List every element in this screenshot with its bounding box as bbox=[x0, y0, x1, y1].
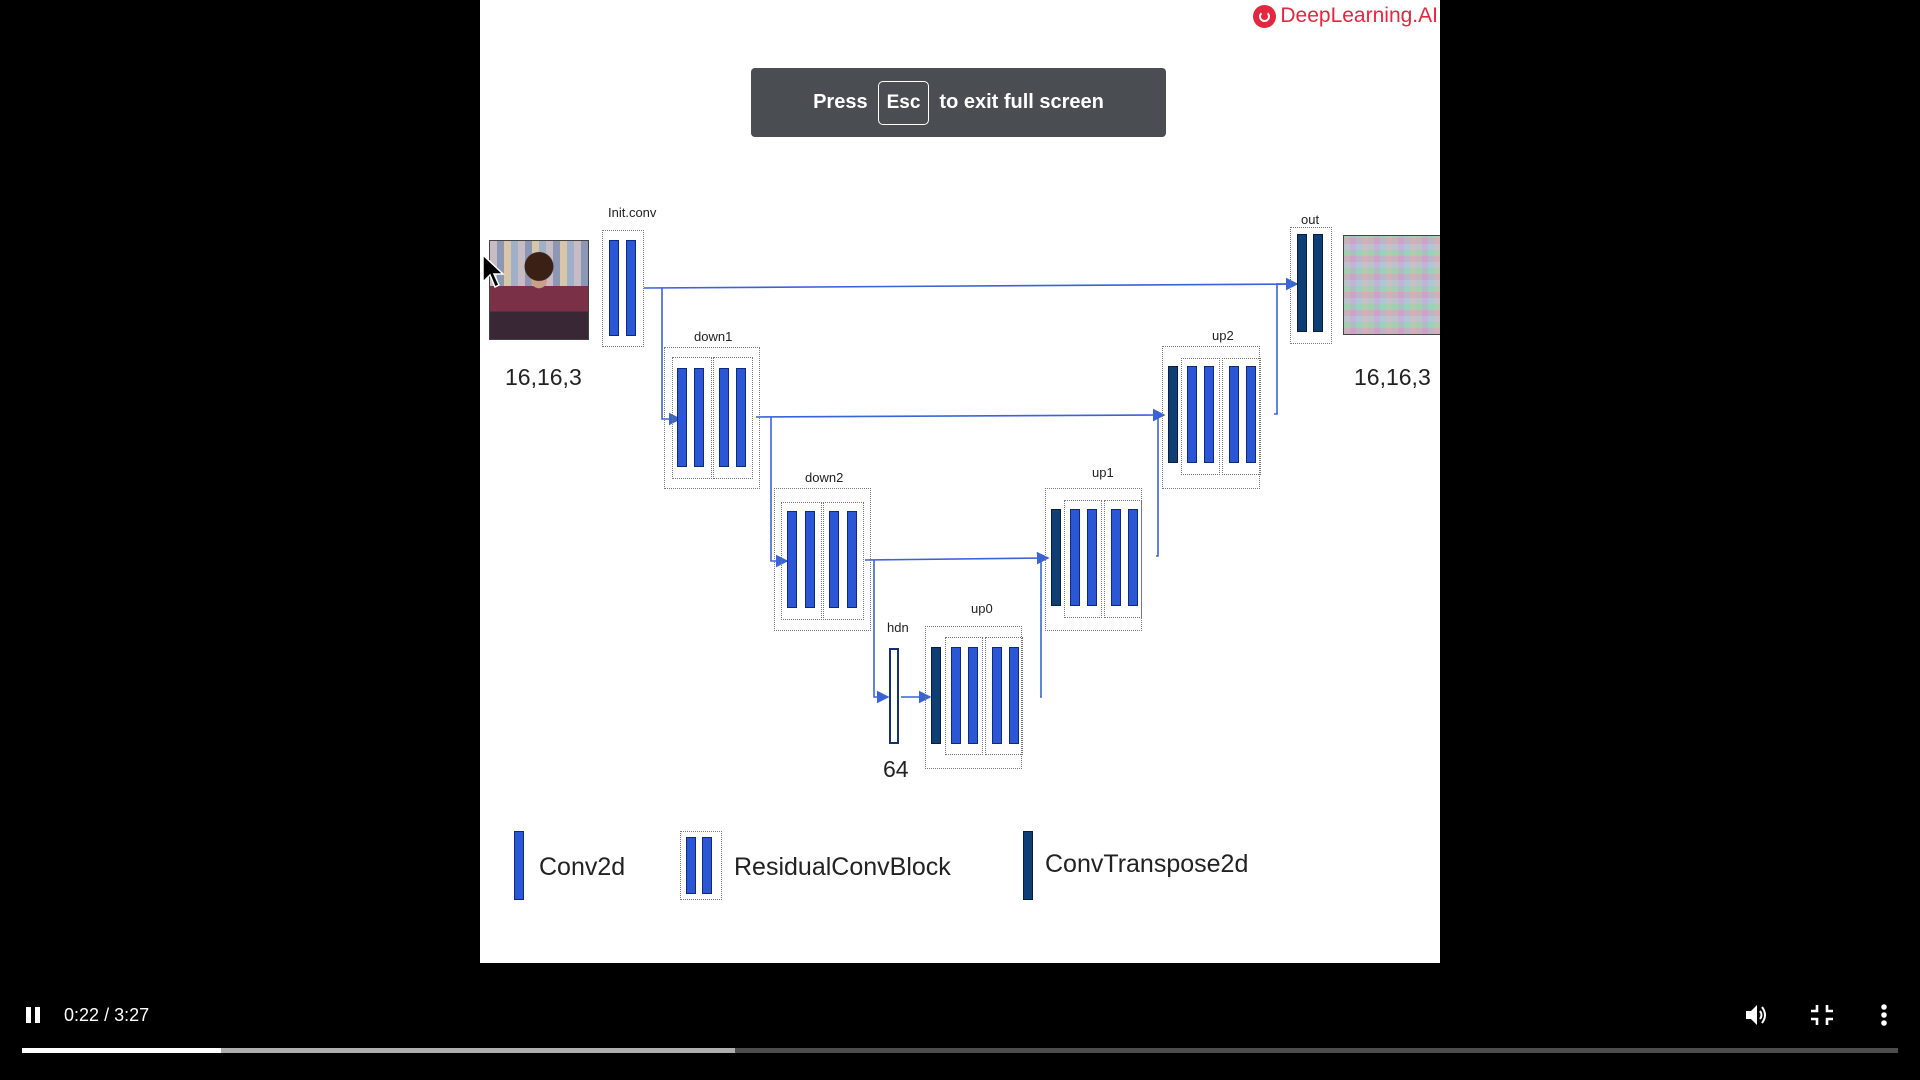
hidden-vector-bar bbox=[889, 648, 899, 744]
hidden-label: hdn bbox=[887, 620, 909, 635]
down1-label: down1 bbox=[694, 329, 733, 344]
conv2d-bar bbox=[1070, 509, 1080, 606]
up1-label: up1 bbox=[1092, 465, 1114, 480]
residual-block bbox=[1064, 500, 1102, 618]
conv2d-bar bbox=[805, 511, 815, 608]
init-conv-block bbox=[602, 230, 644, 347]
convtranspose-bar bbox=[1297, 234, 1307, 332]
toast-message: to exit full screen bbox=[939, 91, 1104, 113]
up0-label: up0 bbox=[971, 601, 993, 616]
time-separator: / bbox=[104, 1005, 110, 1025]
residual-block bbox=[985, 637, 1023, 755]
conv2d-bar bbox=[1229, 366, 1239, 463]
residual-block bbox=[781, 502, 822, 620]
more-vert-icon[interactable] bbox=[1880, 1003, 1888, 1027]
conv2d-bar bbox=[736, 368, 746, 467]
convtranspose-bar bbox=[1313, 234, 1323, 332]
conv2d-bar bbox=[992, 647, 1002, 744]
up2-label: up2 bbox=[1212, 328, 1234, 343]
video-frame[interactable]: DeepLearning.AI UNet 16,16,3 Init.conv d… bbox=[480, 0, 1440, 963]
legend-convtranspose-swatch bbox=[1023, 831, 1033, 900]
out-label: out bbox=[1301, 212, 1320, 227]
conv2d-bar bbox=[1009, 647, 1019, 744]
down1-block bbox=[664, 347, 760, 489]
progress-bar[interactable] bbox=[22, 1048, 1898, 1053]
conv2d-bar bbox=[847, 511, 857, 608]
residual-block bbox=[713, 357, 753, 479]
conv2d-bar bbox=[686, 837, 696, 894]
duration: 3:27 bbox=[114, 1005, 150, 1025]
conv2d-bar bbox=[702, 837, 712, 894]
conv2d-bar bbox=[951, 647, 961, 744]
convtranspose-bar bbox=[1168, 366, 1178, 463]
legend-conv2d-swatch bbox=[514, 831, 524, 900]
output-dims: 16,16,3 bbox=[1354, 364, 1431, 390]
residual-block bbox=[1222, 358, 1261, 475]
conv2d-bar bbox=[609, 240, 619, 336]
pause-icon[interactable] bbox=[24, 1006, 42, 1024]
buffered-bar bbox=[22, 1048, 735, 1053]
out-block bbox=[1290, 227, 1332, 344]
conv2d-bar bbox=[719, 368, 729, 467]
up0-block bbox=[925, 626, 1022, 769]
brand-name: DeepLearning.AI bbox=[1280, 4, 1438, 27]
conv2d-bar bbox=[1246, 366, 1256, 463]
legend-residual: ResidualConvBlock bbox=[734, 853, 951, 881]
input-dims: 16,16,3 bbox=[505, 364, 582, 390]
convtranspose-bar bbox=[931, 647, 941, 744]
residual-block bbox=[1181, 358, 1220, 475]
legend-conv2d: Conv2d bbox=[539, 853, 626, 881]
brand-logo: DeepLearning.AI bbox=[1253, 4, 1438, 28]
input-image bbox=[489, 240, 589, 340]
residual-block bbox=[823, 502, 864, 620]
residual-block bbox=[1104, 500, 1142, 618]
residual-block bbox=[945, 637, 983, 755]
conv2d-bar bbox=[626, 240, 636, 336]
volume-icon[interactable] bbox=[1744, 1003, 1770, 1027]
hidden-dims: 64 bbox=[883, 756, 909, 782]
current-time: 0:22 bbox=[64, 1005, 100, 1025]
mouse-cursor-icon bbox=[482, 254, 505, 289]
conv2d-bar bbox=[1087, 509, 1097, 606]
legend-residual-swatch bbox=[680, 831, 722, 900]
time-display: 0:22 / 3:27 bbox=[64, 1005, 149, 1026]
init-conv-label: Init.conv bbox=[608, 205, 657, 220]
deeplearning-logo-icon bbox=[1253, 4, 1277, 28]
exit-fullscreen-toast: Press Esc to exit full screen bbox=[751, 68, 1166, 137]
played-bar bbox=[22, 1048, 221, 1053]
up2-block bbox=[1162, 346, 1260, 489]
down2-block bbox=[774, 488, 871, 631]
conv2d-bar bbox=[1204, 366, 1214, 463]
conv2d-bar bbox=[1128, 509, 1138, 606]
output-noise-image bbox=[1343, 235, 1440, 335]
down2-label: down2 bbox=[805, 470, 844, 485]
conv2d-bar bbox=[968, 647, 978, 744]
conv2d-bar bbox=[787, 511, 797, 608]
convtranspose-bar bbox=[1051, 509, 1061, 606]
conv2d-bar bbox=[1111, 509, 1121, 606]
exit-fullscreen-icon[interactable] bbox=[1810, 1004, 1834, 1026]
esc-key-hint: Esc bbox=[877, 80, 930, 125]
conv2d-bar bbox=[694, 368, 704, 467]
conv2d-bar bbox=[1187, 366, 1197, 463]
player-controls bbox=[0, 990, 1920, 1080]
residual-block bbox=[672, 357, 712, 479]
toast-press: Press bbox=[813, 91, 868, 113]
legend-convtranspose: ConvTranspose2d bbox=[1045, 850, 1249, 878]
conv2d-bar bbox=[829, 511, 839, 608]
conv2d-bar bbox=[677, 368, 687, 467]
